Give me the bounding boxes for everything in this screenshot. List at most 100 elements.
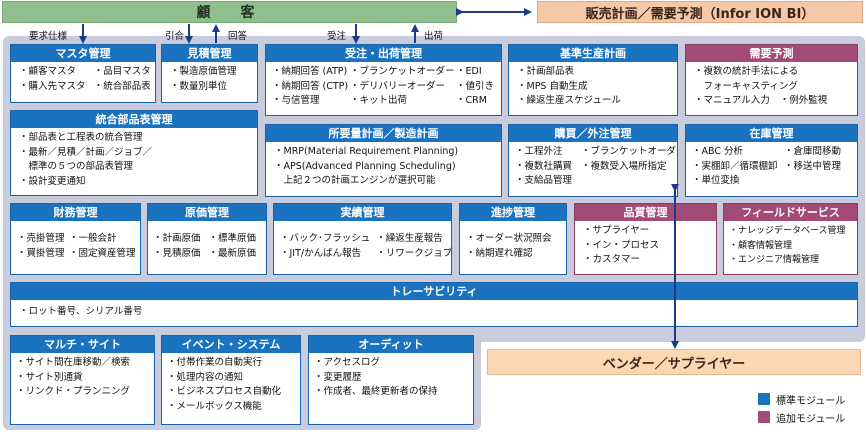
- module-item: ・マニュアル入力: [694, 95, 770, 106]
- module-item: ・固定資産管理: [69, 247, 136, 259]
- module-item: ・部品表と工程表の統合管理: [19, 132, 143, 143]
- module-item: ・イン・プロセス: [583, 239, 660, 251]
- module-item: ・リワークジョブ: [376, 247, 452, 259]
- module-title: 原価管理: [148, 204, 266, 221]
- module-item: ・統合部品表: [93, 80, 151, 92]
- module-item: ・カスタマー: [583, 254, 641, 265]
- module-item: ・数量別単位: [170, 80, 228, 92]
- module-item: ・ビジネスプロセス自動化: [167, 386, 282, 397]
- module-item: ・MPS 自動生成: [517, 80, 588, 92]
- module-title: トレーサビリティ: [11, 283, 857, 300]
- module-item: ・キット出荷: [350, 95, 408, 106]
- sales-planning-box: 販売計画／需要予測（Infor ION BI）: [537, 1, 863, 23]
- module-item: ・最新／見積／計画／ジョブ／: [19, 146, 153, 158]
- module-item: ・買掛管理: [17, 247, 65, 259]
- module-item: ・作成者、最終更新者の保持: [314, 386, 438, 397]
- module-purchase: 購買／外注管理 ・工程外注 ・ブランケットオーダー ・複数社購買 ・複数受入場所…: [508, 124, 678, 197]
- module-order-ship: 受注・出荷管理 ・納期回答 (ATP) ・ブランケットオーダー ・EDI ・納期…: [265, 44, 502, 116]
- module-item: ・複数の統計手法による: [694, 66, 799, 77]
- module-item: ・繰返生産報告: [376, 233, 443, 244]
- module-mrp: 所要量計画／製造計画 ・MRP(Material Requirement Pla…: [265, 124, 502, 197]
- module-item: ・支給品管理: [515, 175, 573, 186]
- module-item: ・オーダー状況照会: [466, 233, 552, 244]
- module-mps: 基準生産計画 ・計画部品表 ・MPS 自動生成 ・繰返生産スケジュール: [508, 44, 678, 116]
- module-item: ・工程外注: [515, 146, 563, 157]
- module-item: ・最新原価: [208, 247, 257, 259]
- legend-swatch-additional: [758, 411, 770, 423]
- module-item: ・ABC 分析: [692, 146, 744, 157]
- module-item: ・一般会計: [69, 233, 117, 244]
- module-title: オーディット: [309, 336, 473, 353]
- legend-label-standard: 標準モジュール: [776, 396, 846, 407]
- module-item: ・顧客情報管理: [729, 240, 793, 251]
- module-item: ・繰返生産スケジュール: [517, 95, 621, 106]
- module-title: マスタ管理: [11, 45, 155, 62]
- module-item: ・リンクド・プランニング: [16, 386, 131, 397]
- module-bom: 統合部品表管理 ・部品表と工程表の統合管理 ・最新／見積／計画／ジョブ／ 標準の…: [10, 110, 258, 196]
- module-multi-site: マルチ・サイト ・サイト間在庫移動／検索 ・サイト別通貨 ・リンクド・プランニン…: [10, 335, 155, 425]
- module-progress: 進捗管理 ・オーダー状況照会 ・納期遅れ確認: [459, 203, 567, 275]
- module-traceability: トレーサビリティ ・ロット番号、シリアル番号: [10, 282, 858, 327]
- module-item: ・サプライヤー: [583, 225, 650, 236]
- legend-label-additional: 追加モジュール: [776, 414, 846, 425]
- module-title: 進捗管理: [460, 204, 566, 221]
- flow-label-reply: 回答: [228, 31, 248, 42]
- module-item: ・顧客マスタ: [19, 66, 77, 77]
- module-item: ・複数社購買: [515, 160, 573, 172]
- flow-label-ship: 出荷: [424, 31, 444, 42]
- module-item: ・ブランケットオーダー: [581, 146, 678, 157]
- module-item: ・変更履歴: [314, 371, 362, 383]
- module-finance: 財務管理 ・売掛管理 ・一般会計 ・買掛管理 ・固定資産管理: [10, 203, 141, 275]
- module-title: 統合部品表管理: [11, 111, 257, 128]
- module-item: ・アクセスログ: [314, 357, 381, 368]
- module-item: ・製造原価管理: [170, 66, 237, 77]
- module-item: ・ロット番号、シリアル番号: [19, 306, 143, 317]
- module-title: 所要量計画／製造計画: [266, 125, 501, 142]
- module-title: 需要予測: [686, 45, 857, 62]
- module-results: 実績管理 ・バック･フラッシュ ・繰返生産報告 ・JIT/かんばん報告 ・リワー…: [273, 203, 452, 275]
- module-master: マスタ管理 ・顧客マスタ ・品目マスタ ・購入先マスタ ・統合部品表: [10, 44, 156, 103]
- vendor-box: ベンダー／サプライヤー: [487, 349, 861, 375]
- module-cost: 原価管理 ・計画原価 ・標準原価 ・見積原価 ・最新原価: [147, 203, 267, 275]
- module-item: ・倉庫間移動: [784, 146, 842, 157]
- flow-label-req-spec: 要求仕様: [29, 31, 68, 42]
- module-title: イベント・システム: [162, 336, 300, 353]
- module-item: ・購入先マスタ: [19, 80, 86, 92]
- module-title: フィールドサービス: [724, 204, 857, 221]
- module-item: ・複数受入場所指定: [581, 160, 667, 172]
- module-item: ・メールボックス機能: [167, 400, 262, 412]
- module-item: ・ナレッジデータベース管理: [729, 226, 846, 236]
- module-item: ・APS(Advanced Planning Scheduling): [274, 160, 456, 172]
- module-item: 標準の５つの部品表管理: [19, 161, 134, 172]
- module-item: ・与信管理: [272, 95, 320, 106]
- module-item: ・見積原価: [153, 247, 201, 259]
- module-item: ・納期回答 (ATP): [272, 66, 348, 77]
- module-item: ・計画原価: [153, 233, 201, 244]
- module-item: ・納期回答 (CTP): [272, 80, 349, 92]
- module-title: 在庫管理: [686, 125, 857, 142]
- module-item: ・値引き: [456, 80, 495, 92]
- module-item: ・処理内容の通知: [167, 371, 244, 383]
- module-item: ・実棚卸／循環棚卸: [692, 160, 778, 172]
- module-item: ・標準原価: [208, 233, 257, 244]
- module-event-system: イベント・システム ・付帯作業の自動実行 ・処理内容の通知 ・ビジネスプロセス自…: [161, 335, 301, 425]
- module-inventory: 在庫管理 ・ABC 分析 ・倉庫間移動 ・実棚卸／循環棚卸 ・移送中管理 ・単位…: [685, 124, 858, 197]
- module-item: ・納期遅れ確認: [466, 247, 533, 259]
- module-title: 受注・出荷管理: [266, 45, 501, 62]
- module-title: 実績管理: [274, 204, 451, 221]
- module-item: フォーキャスティング: [694, 80, 798, 92]
- module-item: ・移送中管理: [784, 160, 842, 172]
- module-title: 見積管理: [162, 45, 257, 62]
- module-item: ・付帯作業の自動実行: [167, 357, 263, 368]
- module-item: ・バック･フラッシュ: [280, 233, 371, 244]
- module-item: ・売掛管理: [17, 233, 65, 244]
- module-forecast: 需要予測 ・複数の統計手法による フォーキャスティング ・マニュアル入力 ・例外…: [685, 44, 858, 116]
- module-item: ・単位変換: [692, 175, 740, 186]
- module-estimate: 見積管理 ・製造原価管理 ・数量別単位: [161, 44, 258, 103]
- module-audit: オーディット ・アクセスログ ・変更履歴 ・作成者、最終更新者の保持: [308, 335, 474, 425]
- module-item: ・JIT/かんばん報告: [280, 247, 362, 259]
- module-item: ・CRM: [456, 95, 487, 106]
- module-field-service: フィールドサービス ・ナレッジデータベース管理 ・顧客情報管理 ・エンジニア情報…: [723, 203, 858, 275]
- module-item: ・エンジニア情報管理: [729, 255, 820, 265]
